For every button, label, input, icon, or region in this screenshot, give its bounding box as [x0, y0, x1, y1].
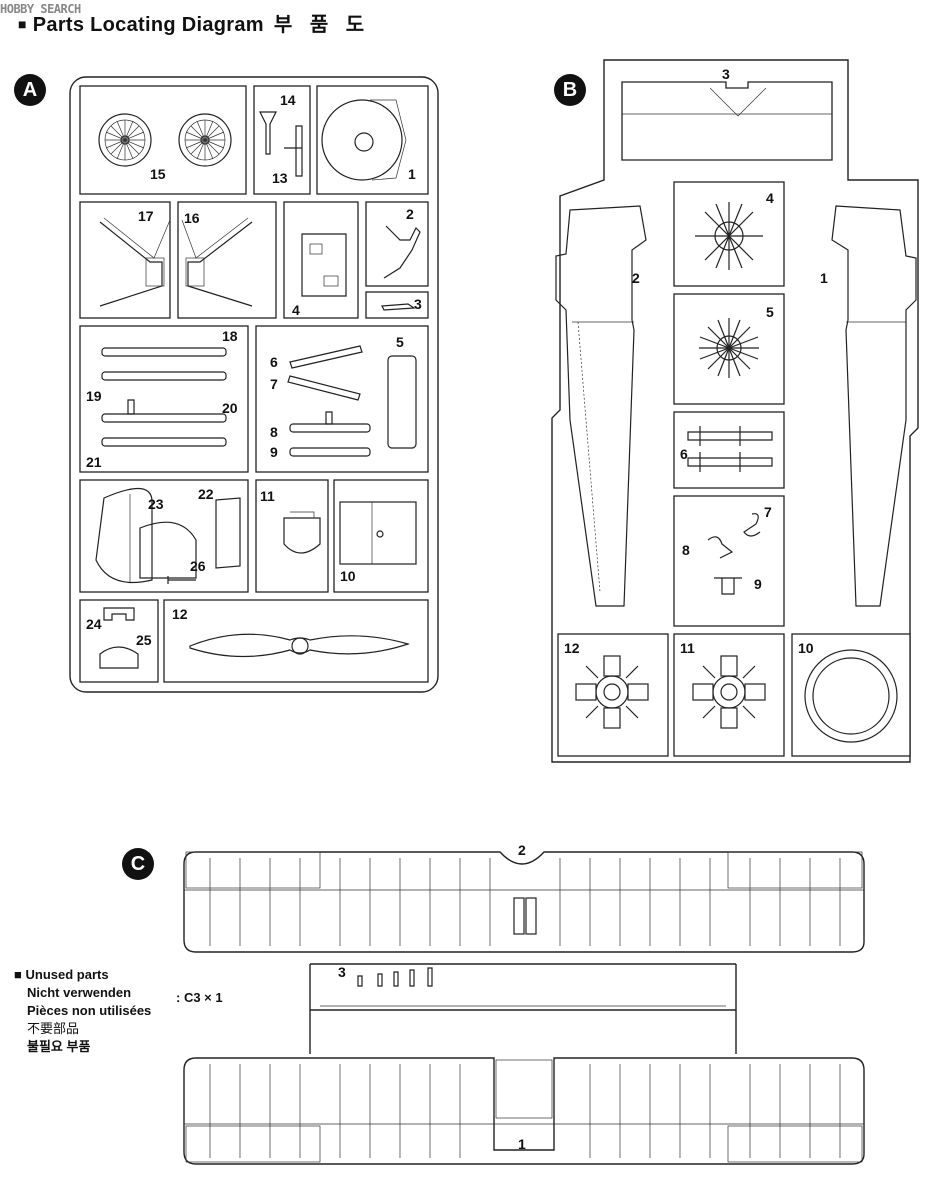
unused-line-fr: Pièces non utilisées [27, 1003, 152, 1018]
sprue-c-part-1 [183, 1057, 865, 1165]
sprue-b-cell-7-9 [673, 495, 785, 627]
part-number: 13 [272, 170, 288, 186]
part-number: 8 [270, 424, 278, 440]
part-number: 24 [86, 616, 102, 632]
part-number: 7 [764, 504, 772, 520]
watermark: HOBBY SEARCH [0, 2, 81, 16]
part-number: 10 [798, 640, 814, 656]
unused-line-ko: 불필요 부품 [27, 1039, 91, 1054]
sprue-a-badge: A [14, 74, 46, 106]
part-number: 2 [518, 842, 526, 858]
part-number: 9 [270, 444, 278, 460]
part-number: 5 [396, 334, 404, 350]
sprue-b-part-3 [621, 81, 833, 161]
part-number: 3 [722, 66, 730, 82]
part-number: 22 [198, 486, 214, 502]
part-number: 6 [270, 354, 278, 370]
part-number: 4 [766, 190, 774, 206]
sprue-b-frame [551, 59, 919, 763]
sprue-a-cell-18-21 [79, 325, 249, 473]
part-number: 5 [766, 304, 774, 320]
sprue-a-cell-4 [283, 201, 359, 319]
sprue-a-cell-17 [79, 201, 171, 319]
title-bullet: ■ [18, 16, 27, 32]
part-number: 10 [340, 568, 356, 584]
sprue-b-cell-10 [791, 633, 911, 757]
part-number: 7 [270, 376, 278, 392]
part-number: 12 [172, 606, 188, 622]
part-number: 23 [148, 496, 164, 512]
part-number: 25 [136, 632, 152, 648]
part-number: 1 [820, 270, 828, 286]
sprue-b-part-1 [831, 205, 917, 607]
part-number: 1 [518, 1136, 526, 1152]
part-number: 8 [682, 542, 690, 558]
part-number: 20 [222, 400, 238, 416]
sprue-a-frame [69, 76, 439, 693]
unused-line-ja: 不要部品 [27, 1021, 80, 1036]
part-number: 1 [408, 166, 416, 182]
part-number: 2 [406, 206, 414, 222]
sprue-b-badge: B [554, 74, 586, 106]
sprue-a-cell-22-26 [79, 479, 249, 593]
sprue-a-cell-10 [333, 479, 429, 593]
sprue-a-cell-11 [255, 479, 329, 593]
sprue-b-cell-5 [673, 293, 785, 405]
part-number: 21 [86, 454, 102, 470]
part-number: 4 [292, 302, 300, 318]
part-number: 15 [150, 166, 166, 182]
part-number: 26 [190, 558, 206, 574]
part-number: 3 [414, 296, 422, 312]
sprue-b-cell-12 [557, 633, 669, 757]
title-text: Parts Locating Diagram [32, 14, 264, 36]
sprue-b-cell-6 [673, 411, 785, 489]
part-number: 9 [754, 576, 762, 592]
sprue-a-cell-3 [365, 291, 429, 319]
unused-parts-note: ■ Unused parts Nicht verwenden Pièces no… [14, 966, 151, 1056]
part-number: 19 [86, 388, 102, 404]
part-number: 3 [338, 964, 346, 980]
part-number: 17 [138, 208, 154, 224]
part-number: 11 [680, 640, 695, 656]
sprue-a-cell-2 [365, 201, 429, 287]
sprue-b-part-2 [555, 205, 647, 607]
sprue-b-cell-11 [673, 633, 785, 757]
part-number: 18 [222, 328, 238, 344]
page-title: ■ Parts Locating Diagram 부 품 도 [18, 8, 370, 37]
part-number: 16 [184, 210, 200, 226]
unused-parts-value: : C3 × 1 [176, 990, 223, 1005]
part-number: 2 [632, 270, 640, 286]
part-number: 12 [564, 640, 580, 656]
part-number: 6 [680, 446, 688, 462]
sprue-c-badge: C [122, 848, 154, 880]
unused-bullet: ■ [14, 967, 22, 982]
unused-line-de: Nicht verwenden [27, 985, 132, 1000]
sprue-c-part-2 [183, 851, 865, 953]
sprue-c-frame [183, 851, 865, 1165]
unused-line-en: Unused parts [25, 967, 109, 982]
sprue-a-cell-12 [163, 599, 429, 683]
part-number: 14 [280, 92, 296, 108]
part-number: 11 [260, 488, 275, 504]
title-text-korean: 부 품 도 [273, 14, 371, 36]
